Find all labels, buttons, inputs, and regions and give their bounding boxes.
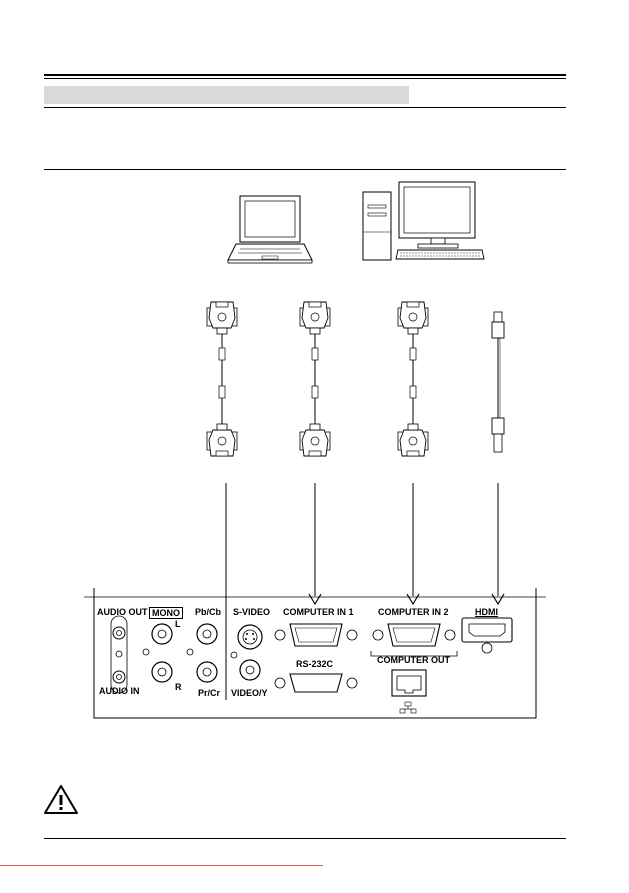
lan-icon — [391, 669, 427, 714]
top-double-rule-thin — [44, 78, 566, 79]
intro-rule — [44, 169, 566, 170]
vga-cable-icon — [397, 301, 429, 457]
section-rule — [44, 107, 566, 108]
pr-cr-label: Pr/Cr — [198, 688, 221, 698]
left-label: L — [175, 619, 181, 629]
hdmi-cable-icon — [491, 311, 505, 453]
laptop-icon — [227, 195, 313, 264]
vga-cable-icon — [206, 301, 238, 457]
projector-terminal-panel — [84, 588, 546, 719]
footer-dashed-line — [0, 865, 323, 866]
video-y-label: VIDEO/Y — [231, 688, 268, 698]
mono-label: MONO — [149, 607, 183, 619]
computer-in-2-label: COMPUTER IN 2 — [378, 607, 449, 617]
audio-in-label: AUDIO IN — [99, 686, 140, 696]
desktop-computer-icon — [362, 181, 485, 261]
bottom-rule — [44, 838, 566, 839]
computer-in-1-label: COMPUTER IN 1 — [283, 607, 354, 617]
hdmi-label: HDMI — [475, 607, 498, 617]
top-double-rule-thick — [44, 74, 566, 76]
rs232c-label: RS-232C — [296, 659, 334, 669]
s-video-label: S-VIDEO — [233, 607, 271, 617]
computer-out-label: COMPUTER OUT — [377, 655, 450, 665]
right-label: R — [175, 682, 182, 692]
warning-icon — [44, 785, 78, 814]
section-title-bar — [44, 86, 409, 104]
pb-cb-label: Pb/Cb — [195, 607, 221, 617]
vga-cable-icon — [299, 301, 331, 457]
audio-out-label: AUDIO OUT — [97, 607, 148, 617]
